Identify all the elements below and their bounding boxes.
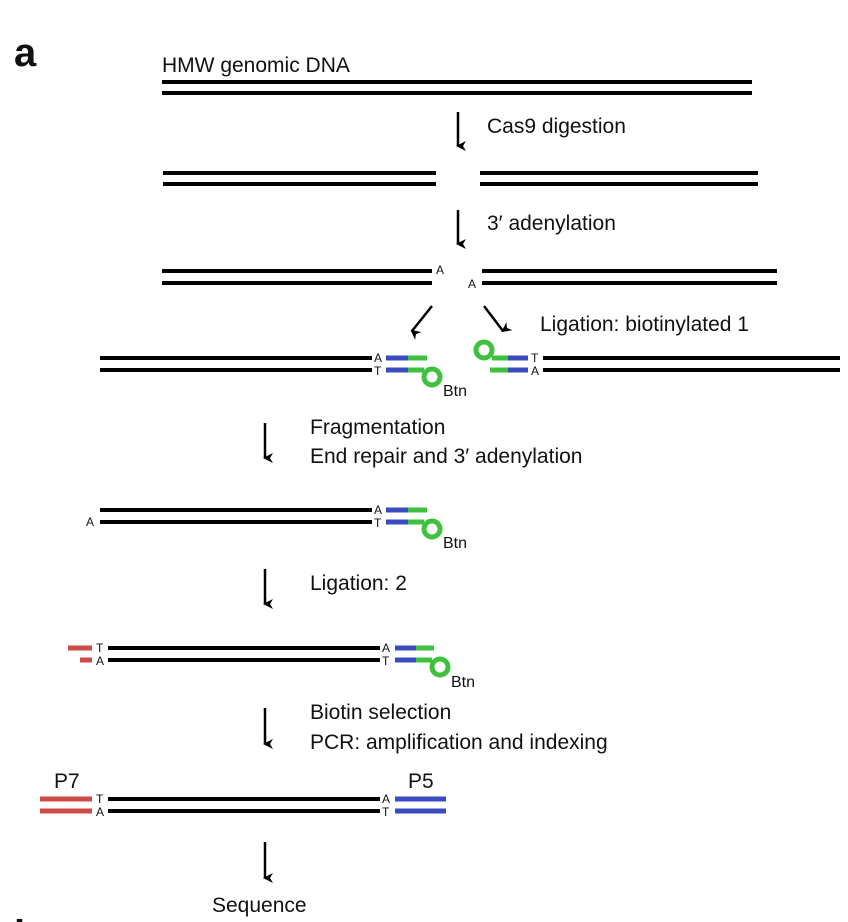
ligated-right-fragment — [473, 339, 840, 373]
biotin-label: Btn — [443, 535, 467, 552]
biotin-label: Btn — [451, 674, 475, 691]
p7-label: P7 — [54, 770, 80, 793]
fragmented-dna — [100, 507, 443, 540]
panel-label-b: b — [14, 913, 38, 922]
base-t: T — [374, 364, 382, 378]
step-biotin-selection-label: Biotin selection — [310, 701, 451, 724]
step-input-label: HMW genomic DNA — [162, 54, 350, 77]
p5-label: P5 — [408, 770, 434, 793]
step-cas9-label: Cas9 digestion — [487, 115, 626, 138]
step-pcr-label: PCR: amplification and indexing — [310, 731, 608, 754]
base-a: A — [86, 515, 94, 529]
final-library-molecule — [40, 796, 446, 814]
base-a: A — [374, 351, 382, 365]
base-t: T — [531, 351, 539, 365]
ligated-left-fragment — [100, 355, 443, 388]
base-a: A — [96, 654, 104, 668]
base-a: A — [96, 805, 104, 819]
genomic-dna — [162, 80, 752, 95]
base-t: T — [96, 641, 104, 655]
step-ligation2-label: Ligation: 2 — [310, 572, 407, 595]
arrow-diagonal-left — [410, 305, 433, 340]
step-adenylation-label: 3′ adenylation — [487, 212, 616, 235]
step-end-repair-label: End repair and 3′ adenylation — [310, 445, 582, 468]
base-t: T — [382, 654, 390, 668]
base-t: T — [382, 805, 390, 819]
base-a: A — [468, 277, 476, 291]
step-sequence-label: Sequence — [212, 894, 307, 917]
base-t: T — [374, 516, 382, 530]
base-a: A — [382, 641, 390, 655]
base-a: A — [374, 503, 382, 517]
dual-ligated-dna — [68, 645, 451, 678]
base-t: T — [96, 792, 104, 806]
biotin-label: Btn — [443, 383, 467, 400]
adenylated-dna — [162, 269, 777, 285]
base-a: A — [382, 792, 390, 806]
step-fragmentation-label: Fragmentation — [310, 416, 445, 439]
base-a: A — [436, 263, 444, 277]
base-a: A — [531, 364, 539, 378]
cut-dna — [163, 171, 758, 186]
arrow-diagonal-right — [483, 305, 513, 333]
step-ligation1-label: Ligation: biotinylated 1 — [540, 313, 749, 336]
panel-label-a: a — [14, 31, 37, 75]
